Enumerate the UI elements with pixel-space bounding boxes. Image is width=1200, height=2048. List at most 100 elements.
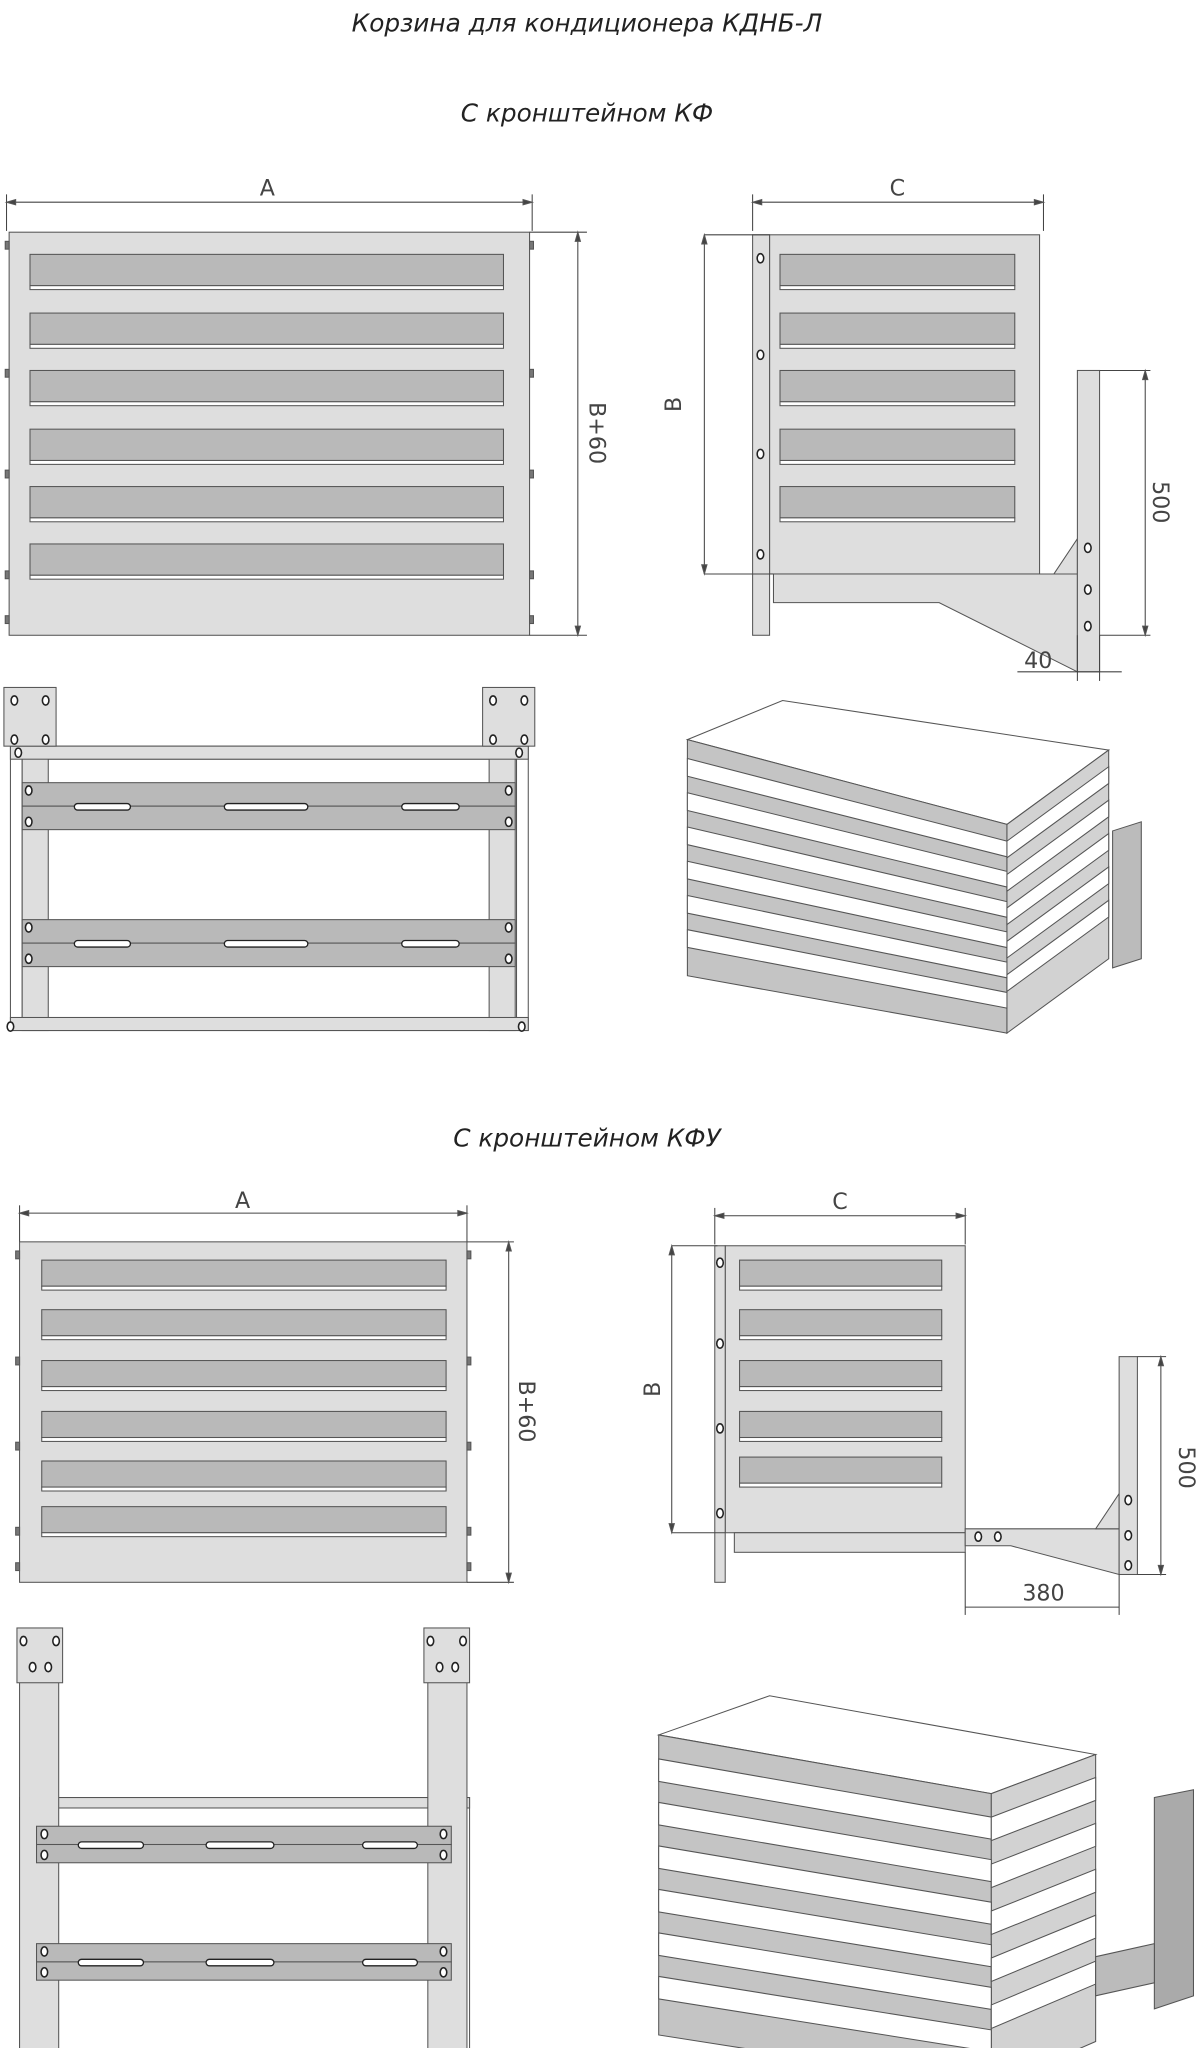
iso-view-1-side-louver-gap bbox=[1006, 899, 1110, 993]
iso-view-2-side-louver-gap bbox=[990, 1914, 1097, 1983]
side-view-2-post-hole bbox=[715, 1338, 725, 1349]
side-view-1-post bbox=[752, 234, 771, 636]
dim-a-arrow bbox=[522, 198, 535, 206]
kfu-bracket-arm bbox=[964, 1528, 1120, 1576]
dim-40-label: 40 bbox=[1024, 648, 1052, 674]
bolt-hole bbox=[40, 1946, 49, 1957]
iso-view-1-side-louver-gap bbox=[1006, 799, 1110, 893]
side-view-1-post-hole bbox=[756, 549, 765, 560]
front-view-2-slat-lip bbox=[41, 1532, 447, 1538]
front-view-1-louver-slat bbox=[29, 543, 504, 576]
side-view-1-louver-slat bbox=[779, 369, 1016, 403]
dim-b60-label: B+60 bbox=[584, 402, 610, 464]
slat-lip bbox=[739, 1386, 943, 1392]
iso-view-2-front-louver-gap bbox=[658, 1975, 992, 2048]
dim-500-arrow bbox=[1141, 625, 1149, 638]
section-2-subtitle: С кронштейном КФУ bbox=[453, 1124, 722, 1153]
dim-a-arrow bbox=[4, 198, 17, 206]
side-view-2-louver-slat bbox=[739, 1309, 943, 1337]
slat-lip bbox=[779, 401, 1016, 407]
front-view-1-slat-lip bbox=[29, 343, 504, 349]
dim-c-arrow bbox=[1033, 198, 1046, 206]
side-view-1-post-hole bbox=[756, 252, 765, 264]
front-view-1-louver-slat bbox=[29, 486, 504, 519]
dim-b-label-2: B bbox=[640, 1382, 666, 1397]
dim-b-arrow bbox=[701, 232, 708, 245]
front-view-1-louver-slat bbox=[29, 369, 504, 403]
dim-500-label-2: 500 bbox=[1173, 1446, 1199, 1488]
iso-view-2-side-louver-gap bbox=[990, 1822, 1097, 1889]
bolt-hole bbox=[19, 1635, 28, 1647]
section-1-subtitle: С кронштейном КФ bbox=[461, 98, 713, 127]
front-view-1-side-bolt bbox=[529, 368, 534, 378]
bolt-hole bbox=[44, 1661, 53, 1673]
dim-a-2-arrow bbox=[17, 1209, 30, 1217]
front-view-1-side-bolt bbox=[4, 570, 10, 580]
slat-lip bbox=[739, 1335, 943, 1341]
front-view-1-side-bolt bbox=[529, 240, 534, 250]
mounting-slot bbox=[401, 939, 460, 948]
side-view-2-louver-slat bbox=[739, 1360, 943, 1388]
dim-b-2-arrow bbox=[668, 1523, 676, 1535]
mounting-slot bbox=[77, 1958, 145, 1967]
slat-lip bbox=[779, 285, 1016, 291]
bolt-hole bbox=[24, 922, 33, 933]
bolt-hole bbox=[41, 695, 50, 706]
front-view-1-side-bolt bbox=[529, 615, 534, 625]
top-view-2-rail bbox=[19, 1797, 471, 1809]
mounting-slot bbox=[77, 1841, 145, 1850]
dim-380-label: 380 bbox=[1022, 1581, 1064, 1607]
side-view-2-post-hole bbox=[715, 1423, 725, 1434]
iso-view-2-wall-bracket bbox=[1153, 1789, 1194, 2010]
top-view-1-rail bbox=[9, 745, 529, 760]
dim-b60-arrow bbox=[574, 625, 582, 638]
slat-lip bbox=[739, 1482, 943, 1488]
side-view-2-rail bbox=[733, 1532, 966, 1553]
bolt-hole bbox=[520, 734, 529, 745]
bolt-hole bbox=[439, 1828, 448, 1840]
front-view-2-side-bolt bbox=[466, 1356, 472, 1366]
side-view-2-post bbox=[714, 1245, 726, 1583]
iso-view-2-side-louver-gap bbox=[990, 1868, 1097, 1936]
side-view-2-louver-slat bbox=[739, 1259, 943, 1287]
kf-bracket-hole bbox=[1083, 620, 1092, 632]
top-view-1-crossbar bbox=[21, 919, 516, 944]
front-view-1-louver-slat bbox=[29, 312, 504, 345]
front-view-1-slat-lip bbox=[29, 517, 504, 523]
dim-500-2-arrow bbox=[1157, 1354, 1165, 1367]
front-view-2-slat-lip bbox=[41, 1335, 447, 1341]
bolt-hole bbox=[504, 785, 513, 796]
front-view-2-side-bolt bbox=[15, 1562, 21, 1572]
dim-b-label: B bbox=[661, 397, 687, 412]
kf-bracket-hole bbox=[1083, 584, 1092, 595]
front-view-2-side-bolt bbox=[15, 1356, 21, 1366]
document-title: Корзина для кондиционера КДНБ-Л bbox=[352, 8, 823, 37]
side-view-1-louver-slat bbox=[779, 253, 1016, 287]
bolt-hole bbox=[520, 695, 529, 706]
front-view-2-slat-lip bbox=[41, 1436, 447, 1442]
side-view-1-post-hole bbox=[756, 349, 765, 361]
bolt-hole bbox=[10, 734, 19, 745]
iso-view-2-bracket-arm bbox=[1095, 1942, 1155, 1997]
kfu-bracket-hole bbox=[1124, 1494, 1133, 1506]
front-view-2-louver-slat bbox=[41, 1506, 447, 1534]
side-view-2-louver-slat bbox=[739, 1410, 943, 1439]
dim-a-2-arrow bbox=[457, 1209, 469, 1217]
side-view-1-louver-slat bbox=[779, 486, 1016, 519]
bolt-hole bbox=[489, 734, 498, 745]
iso-view-1-wall-bracket bbox=[1112, 821, 1142, 969]
bolt-hole bbox=[24, 785, 33, 796]
front-view-1-slat-lip bbox=[29, 574, 504, 580]
side-view-1-louver-slat bbox=[779, 428, 1016, 461]
bolt-hole bbox=[6, 1021, 15, 1032]
bolt-hole bbox=[459, 1635, 468, 1647]
front-view-1-side-bolt bbox=[4, 368, 10, 378]
bolt-hole bbox=[993, 1531, 1002, 1543]
bolt-hole bbox=[10, 695, 19, 706]
bolt-hole bbox=[14, 747, 23, 759]
dim-c-2-arrow bbox=[955, 1212, 968, 1220]
bolt-hole bbox=[28, 1661, 37, 1673]
front-view-1-slat-lip bbox=[29, 285, 504, 291]
front-view-2-louver-slat bbox=[41, 1410, 447, 1439]
front-view-1-slat-lip bbox=[29, 401, 504, 407]
